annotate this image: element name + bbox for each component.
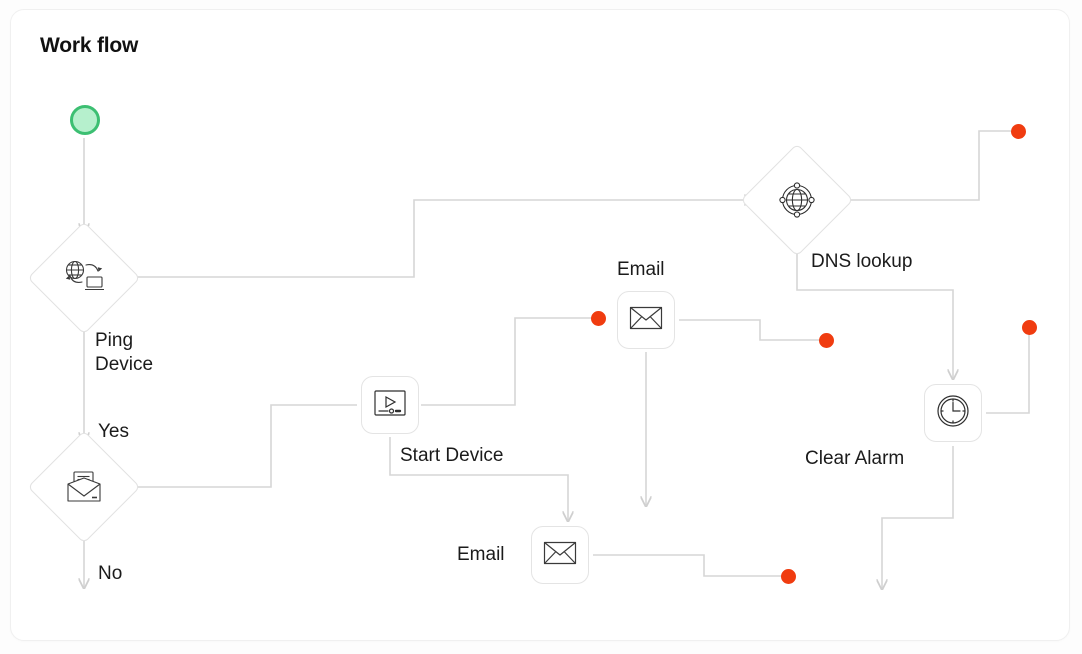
node-label-clear-alarm: Clear Alarm bbox=[805, 448, 905, 469]
node-label-dns-lookup: DNS lookup bbox=[811, 251, 913, 272]
endpoint-dot-email-bottom-out[interactable] bbox=[781, 569, 796, 584]
start-node[interactable] bbox=[70, 105, 100, 135]
endpoint-dot-email-top-out[interactable] bbox=[819, 333, 834, 348]
node-email-top[interactable] bbox=[617, 291, 675, 349]
open-envelope-icon bbox=[44, 447, 124, 527]
node-dns-lookup[interactable] bbox=[740, 143, 854, 257]
endpoint-dot-clear-alarm-right[interactable] bbox=[1022, 320, 1037, 335]
node-label-email-bottom: Email bbox=[457, 544, 505, 565]
node-email-bottom[interactable] bbox=[531, 526, 589, 584]
edge-label-yes: Yes bbox=[98, 421, 129, 442]
ping-device-line-1: Ping bbox=[95, 330, 134, 351]
endpoint-dot-dns-top-right[interactable] bbox=[1011, 124, 1026, 139]
globe-network-icon bbox=[757, 160, 837, 240]
globe-laptop-ping-icon bbox=[44, 238, 124, 318]
node-label-email-top: Email bbox=[617, 259, 665, 280]
envelope-icon bbox=[629, 305, 663, 336]
node-label-start-device: Start Device bbox=[400, 445, 504, 466]
node-start-device[interactable] bbox=[361, 376, 419, 434]
page-title: Work flow bbox=[40, 34, 139, 57]
endpoint-dot-email-top-in[interactable] bbox=[591, 311, 606, 326]
ping-device-line-2: Device bbox=[95, 354, 154, 376]
node-clear-alarm[interactable] bbox=[924, 384, 982, 442]
edge-label-no: No bbox=[98, 563, 123, 584]
envelope-icon bbox=[543, 540, 577, 571]
media-play-icon bbox=[373, 389, 407, 422]
node-ping-device[interactable] bbox=[27, 221, 141, 335]
node-mail-decision[interactable] bbox=[27, 430, 141, 544]
clock-icon bbox=[935, 393, 971, 434]
